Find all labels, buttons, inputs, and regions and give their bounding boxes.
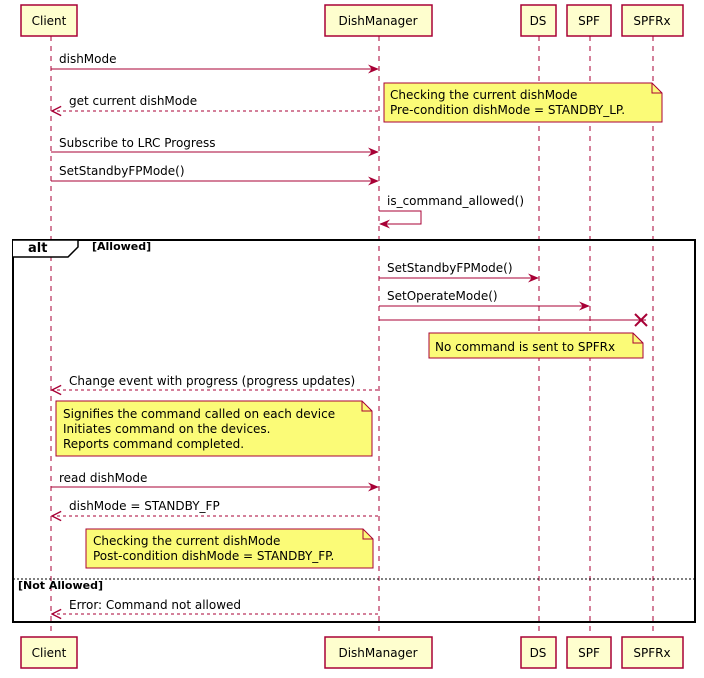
svg-text:SetStandbyFPMode(): SetStandbyFPMode()	[59, 164, 185, 178]
alt-frame: alt [Allowed] [Not Allowed]	[12, 239, 696, 623]
svg-text:Checking the current dishMode: Checking the current dishMode	[390, 88, 577, 102]
note-signifies-command: Signifies the command called on each dev…	[55, 400, 373, 457]
note-no-command-spfrx: No command is sent to SPFRx	[428, 332, 644, 359]
svg-text:SPF: SPF	[578, 14, 600, 28]
svg-text:DishManager: DishManager	[338, 646, 417, 660]
svg-text:dishMode: dishMode	[59, 52, 117, 66]
svg-text:SPFRx: SPFRx	[633, 14, 670, 28]
message-error-not-allowed: Error: Command not allowed	[52, 598, 378, 614]
message-change-event-progress: Change event with progress (progress upd…	[52, 374, 378, 390]
svg-text:[Not Allowed]: [Not Allowed]	[18, 579, 103, 592]
svg-text:Initiates command on the devic: Initiates command on the devices.	[63, 422, 271, 436]
note-postcondition: Checking the current dishMode Post-condi…	[85, 528, 374, 569]
message-setoperatemode-spf: SetOperateMode()	[379, 289, 590, 311]
message-read-dishmode: read dishMode	[51, 471, 379, 492]
participant-spf-bottom: SPF	[566, 636, 612, 669]
participant-client-bottom: Client	[20, 636, 78, 669]
svg-text:DS: DS	[530, 14, 547, 28]
svg-text:read dishMode: read dishMode	[59, 471, 147, 485]
message-setstandbyfpmode-ds: SetStandbyFPMode()	[379, 261, 539, 283]
svg-text:Change event with progress (pr: Change event with progress (progress upd…	[69, 374, 355, 388]
message-lost-spfrx	[379, 313, 648, 327]
svg-text:No command is sent to SPFRx: No command is sent to SPFRx	[435, 340, 615, 354]
participant-spfrx-top: SPFRx	[621, 4, 684, 37]
svg-text:Error: Command not allowed: Error: Command not allowed	[69, 598, 241, 612]
svg-text:Signifies the command called o: Signifies the command called on each dev…	[63, 407, 335, 421]
note-precondition: Checking the current dishMode Pre-condit…	[383, 82, 663, 123]
svg-text:SetOperateMode(): SetOperateMode()	[387, 289, 498, 303]
svg-text:get current dishMode: get current dishMode	[69, 94, 197, 108]
svg-text:Pre-condition dishMode = STAND: Pre-condition dishMode = STANDBY_LP.	[390, 103, 625, 117]
svg-text:SPFRx: SPFRx	[633, 646, 670, 660]
message-dishmode-standby-fp: dishMode = STANDBY_FP	[52, 499, 378, 516]
svg-text:Client: Client	[32, 646, 67, 660]
participant-ds-bottom: DS	[520, 636, 557, 669]
message-get-current-dishmode: get current dishMode	[52, 94, 378, 111]
svg-text:Subscribe to LRC Progress: Subscribe to LRC Progress	[59, 136, 215, 150]
svg-text:Reports command completed.: Reports command completed.	[63, 437, 244, 451]
svg-text:SPF: SPF	[578, 646, 600, 660]
message-is-command-allowed: is_command_allowed()	[379, 194, 524, 229]
svg-text:SetStandbyFPMode(): SetStandbyFPMode()	[387, 261, 513, 275]
participant-dishmanager-bottom: DishManager	[324, 636, 433, 669]
svg-text:is_command_allowed(): is_command_allowed()	[387, 194, 524, 208]
participant-spf-top: SPF	[566, 4, 612, 37]
participant-spfrx-bottom: SPFRx	[621, 636, 684, 669]
svg-text:DS: DS	[530, 646, 547, 660]
svg-text:dishMode = STANDBY_FP: dishMode = STANDBY_FP	[69, 499, 220, 513]
message-subscribe-lrc: Subscribe to LRC Progress	[51, 136, 379, 157]
svg-text:Checking the current dishMode: Checking the current dishMode	[93, 534, 280, 548]
svg-text:Post-condition dishMode = STAN: Post-condition dishMode = STANDBY_FP.	[93, 549, 334, 563]
svg-text:[Allowed]: [Allowed]	[92, 240, 151, 253]
participant-ds-top: DS	[520, 4, 557, 37]
svg-text:DishManager: DishManager	[338, 14, 417, 28]
message-dishmode: dishMode	[51, 52, 379, 74]
message-setstandbyfpmode: SetStandbyFPMode()	[51, 164, 379, 186]
participant-client-top: Client	[20, 4, 78, 37]
svg-text:Client: Client	[32, 14, 67, 28]
participant-dishmanager-top: DishManager	[324, 4, 433, 37]
svg-text:alt: alt	[28, 241, 47, 256]
